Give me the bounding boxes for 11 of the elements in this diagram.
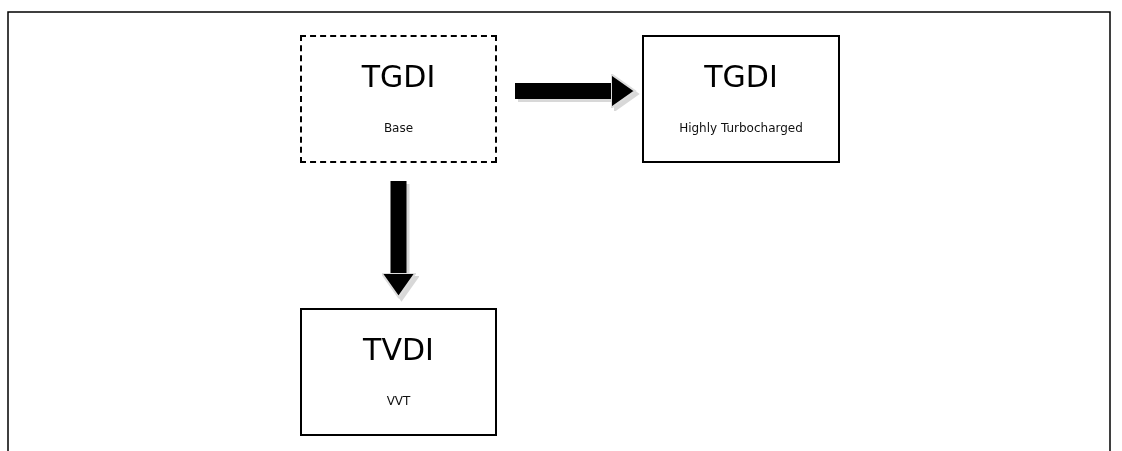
process-box [642,35,840,163]
box-subtitle: VVT [386,394,411,408]
box-title: TVDI [363,332,434,367]
box-title: TGDI [704,59,778,94]
block-arrow [515,73,636,109]
dashed-box [300,35,497,163]
process-box [300,308,497,436]
block-arrow [380,181,417,298]
box-title: TGDI [361,59,436,94]
box-subtitle: Base [383,121,414,135]
box-subtitle: Highly Turbocharged [679,121,803,135]
